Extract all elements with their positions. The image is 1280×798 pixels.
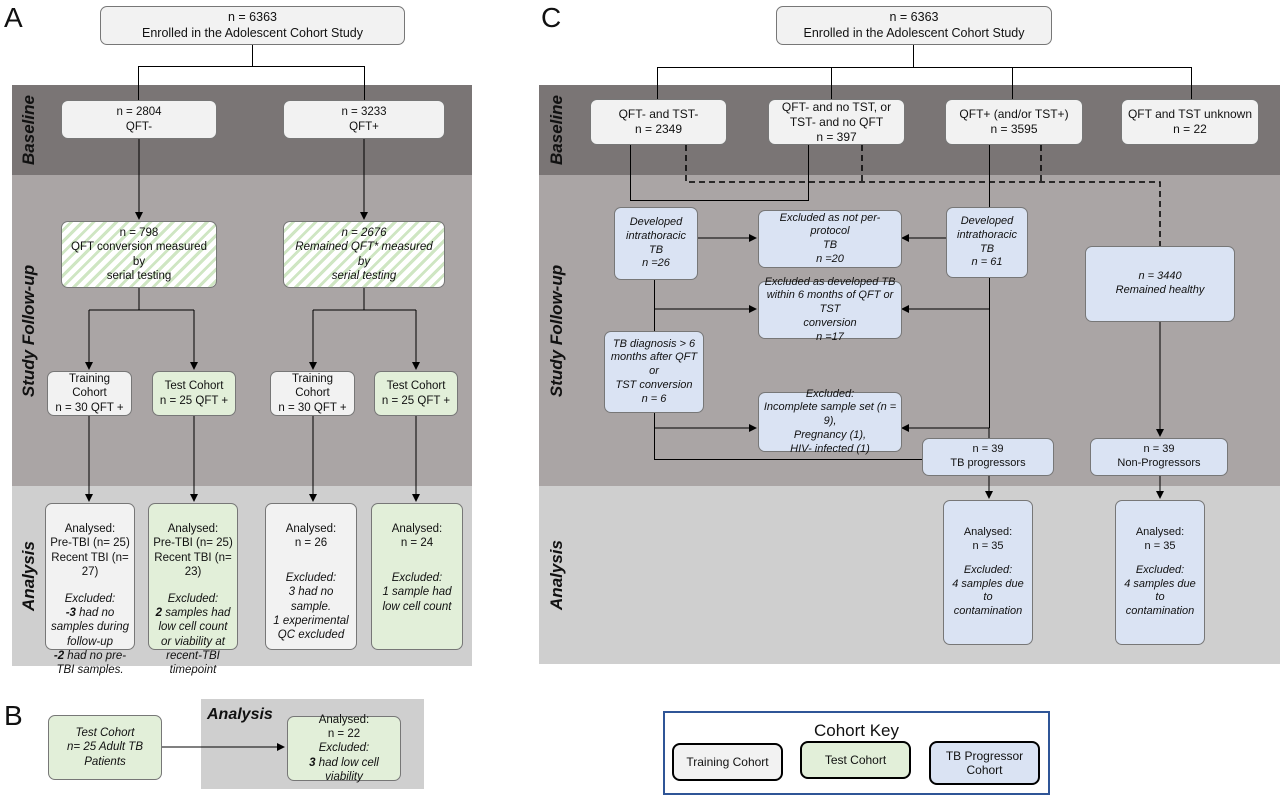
cohort-key-title: Cohort Key [813,721,900,740]
b-analysis-title: Analysis [207,706,273,723]
panel-a-letter: A [4,2,23,33]
c-line [657,67,1192,68]
c-line [654,459,922,460]
c-line [989,145,990,207]
c-analysis-progressors-box: Analysed:n = 35 Excluded: 4 samples due … [943,500,1033,645]
c-line [1012,67,1013,100]
key-tb-progressor-cohort: TB Progressor Cohort [929,741,1040,785]
c-line [913,45,914,67]
c-qft-tst-negative-box: QFT- and TST-n = 2349 [590,99,727,145]
c-line [654,413,655,460]
a-line [252,45,253,66]
c-line [654,280,655,331]
cohort-key-legend: Cohort Key Training Cohort Test Cohort T… [663,711,1050,795]
c-line [630,145,631,200]
c-line [831,67,832,100]
a-analysis-box-3: Analysed:n = 26 Excluded: 3 had no sampl… [265,503,357,650]
panel-b-letter: B [4,700,23,731]
c-excluded-incomplete-box: Excluded:Incomplete sample set (n = 9),P… [758,388,902,455]
c-line [657,67,658,100]
b-analysis-box: Analysed:n = 22 Excluded: 3 had low cell… [287,714,401,783]
a-line [138,66,139,101]
a-analysis-box-2: Analysed:Pre-TBI (n= 25)Recent TBI (n= 2… [148,503,238,676]
panel-c-letter: C [541,2,562,33]
c-line [808,145,809,200]
c-line [989,278,990,428]
c-qft-tst-positive-box: QFT+ (and/or TST+)n = 3595 [945,99,1083,145]
a-analysis-box-4: Analysed:n = 24 Excluded: 1 sample had l… [371,503,463,650]
c-line [630,200,809,201]
a-analysis-box-1: Analysed:Pre-TBI (n= 25)Recent TBI (n= 2… [45,503,135,676]
c-line [1191,67,1192,100]
c-analysis-non-progressors-box: Analysed:n = 35 Excluded: 4 samples due … [1115,500,1205,645]
a-line [138,66,365,67]
a-line [364,66,365,101]
key-training-cohort: Training Cohort [672,743,783,781]
key-test-cohort: Test Cohort [800,741,911,779]
